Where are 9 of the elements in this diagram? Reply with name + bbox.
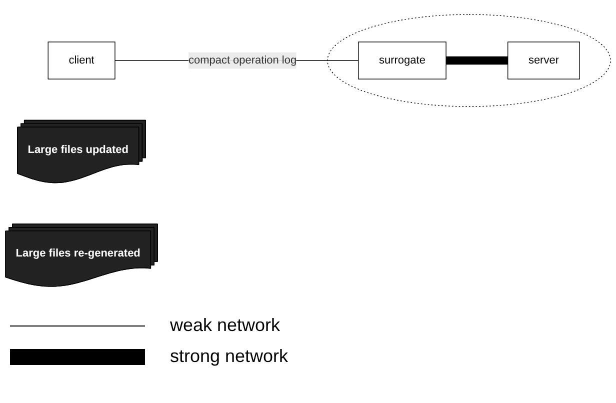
legend-text: strong network xyxy=(170,346,288,367)
process-box: client xyxy=(48,41,116,79)
document-stack: Large files re-generated xyxy=(5,223,158,286)
process-box: server xyxy=(508,41,580,79)
process-box: surrogate xyxy=(358,41,446,79)
edge-label: compact operation log xyxy=(188,52,297,68)
legend-text: weak network xyxy=(170,315,280,336)
document-stack: Large files updated xyxy=(17,119,146,183)
connector-line xyxy=(446,56,508,64)
